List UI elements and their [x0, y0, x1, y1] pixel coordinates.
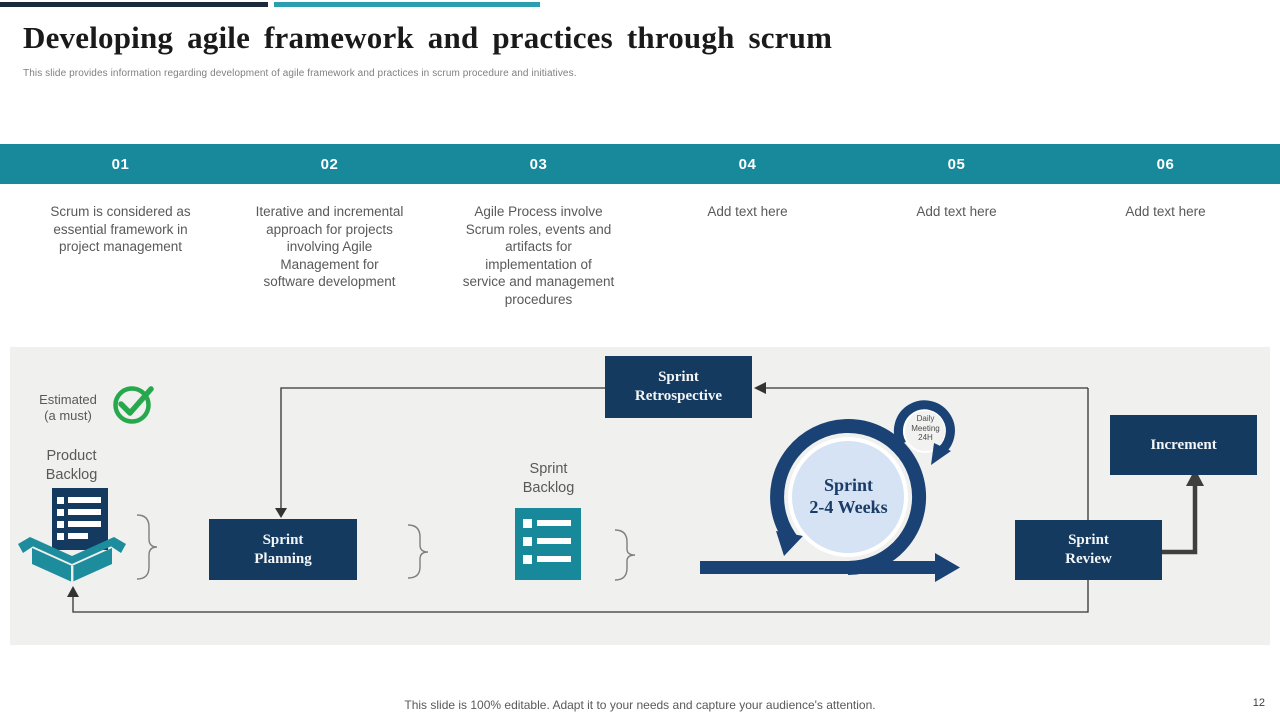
step-number-row: 01 02 03 04 05 06	[16, 144, 1270, 184]
top-accent-bar-navy	[0, 2, 268, 7]
step-description: Add text here	[1125, 204, 1206, 219]
brace-planning-to-sbacklog	[407, 524, 429, 579]
sprint-planning-line2: Planning	[254, 550, 312, 567]
step-description: Agile Process involve Scrum roles, event…	[462, 204, 615, 307]
sprint-retrospective-box: Sprint Retrospective	[605, 356, 752, 418]
step-description: Scrum is considered as essential framewo…	[50, 204, 191, 254]
daily-meeting-line1: Daily	[916, 414, 935, 423]
sprint-backlog-line1: Sprint	[529, 461, 568, 477]
estimated-label: Estimated (a must)	[20, 392, 116, 424]
connector-feedback-to-backlog	[72, 388, 1089, 613]
estimated-label-line1: Estimated	[39, 392, 97, 407]
sprint-retrospective-line1: Sprint	[658, 369, 699, 385]
scrum-diagram-panel: Estimated (a must) Product Backlog Sprin…	[10, 347, 1270, 645]
sprint-flow-arrow	[700, 553, 960, 582]
increment-label: Increment	[1150, 436, 1217, 453]
sprint-planning-box: Sprint Planning	[209, 519, 357, 580]
scrum-sprint-loop-icon	[770, 400, 955, 575]
slide-subtitle: This slide provides information regardin…	[23, 68, 577, 79]
product-backlog-line2: Backlog	[45, 467, 98, 483]
top-accent-bar-teal	[274, 2, 540, 7]
product-backlog-line1: Product	[46, 448, 97, 464]
check-circle-icon	[113, 386, 154, 424]
step-number: 03	[529, 155, 548, 173]
scrum-diagram-graphics	[18, 382, 1204, 613]
arrowhead-down-planning	[275, 508, 287, 518]
arrowhead-up-backlog	[67, 586, 79, 597]
sprint-cycle-line2: 2-4 Weeks	[809, 497, 888, 517]
increment-box: Increment	[1110, 415, 1257, 475]
sprint-review-line1: Sprint	[1068, 532, 1109, 548]
arrow-review-to-increment	[1162, 469, 1204, 555]
daily-meeting-line2: Meeting	[911, 423, 940, 433]
page-number: 12	[1252, 697, 1265, 709]
step-number: 05	[947, 155, 966, 173]
sprint-backlog-line2: Backlog	[522, 480, 575, 496]
step-description: Iterative and incremental approach for p…	[255, 204, 404, 289]
sprint-review-line2: Review	[1065, 551, 1112, 567]
arrowhead-left-retro	[754, 382, 766, 394]
step-description-row: Scrum is considered as essential framewo…	[16, 203, 1270, 308]
brace-backlog-to-planning	[136, 514, 158, 580]
step-number: 06	[1156, 155, 1175, 173]
step-description: Add text here	[916, 204, 997, 219]
step-number: 01	[111, 155, 130, 173]
daily-meeting-label: Daily Meeting 24H	[903, 414, 948, 443]
footer-note: This slide is 100% editable. Adapt it to…	[404, 698, 876, 712]
step-description: Add text here	[707, 204, 788, 219]
estimated-label-line2: (a must)	[44, 408, 92, 423]
checklist-icon	[515, 508, 581, 580]
page-title: Developing agile framework and practices…	[23, 20, 833, 55]
sprint-retrospective-line2: Retrospective	[634, 388, 723, 404]
daily-meeting-line3: 24H	[918, 433, 933, 442]
brace-sbacklog-to-sprint	[614, 529, 636, 581]
open-box-checklist-icon	[18, 488, 126, 583]
step-number-band	[0, 144, 1280, 184]
product-backlog-label: Product Backlog	[24, 447, 119, 485]
sprint-cycle-label: Sprint 2-4 Weeks	[788, 474, 909, 518]
sprint-cycle-line1: Sprint	[823, 475, 874, 495]
step-number: 02	[320, 155, 339, 173]
sprint-planning-line1: Sprint	[262, 531, 304, 548]
connector-retro-to-planning	[280, 387, 605, 509]
sprint-review-box: Sprint Review	[1015, 520, 1162, 580]
step-number: 04	[738, 155, 757, 173]
sprint-backlog-label: Sprint Backlog	[503, 460, 594, 498]
